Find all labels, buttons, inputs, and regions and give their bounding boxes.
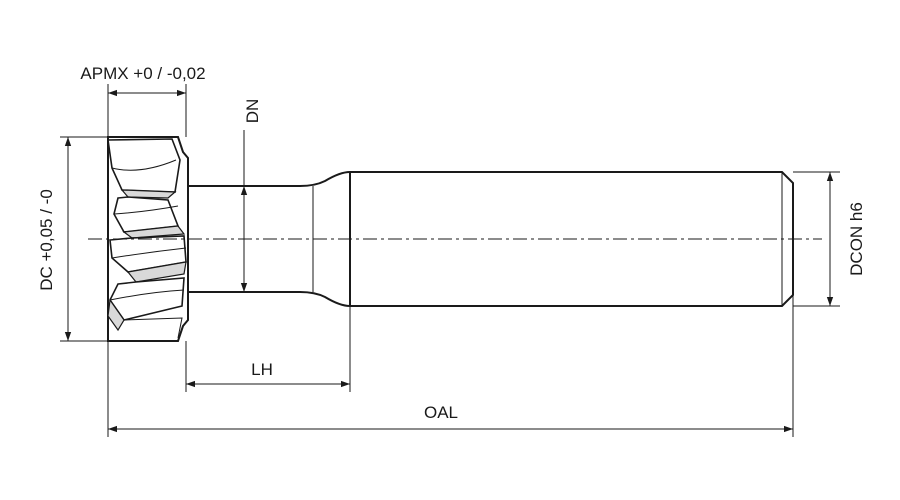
apmx-label: APMX +0 / -0,02 [80,64,205,83]
dimension-lines [64,89,834,433]
dcon-label: DCON h6 [847,202,866,276]
dc-label: DC +0,05 / -0 [37,189,56,291]
lh-label: LH [251,360,273,379]
dn-label: DN [243,99,262,124]
oal-label: OAL [424,403,458,422]
cutter-head [107,136,189,342]
tooth-lower [109,277,185,321]
tooth-upper [107,138,181,193]
